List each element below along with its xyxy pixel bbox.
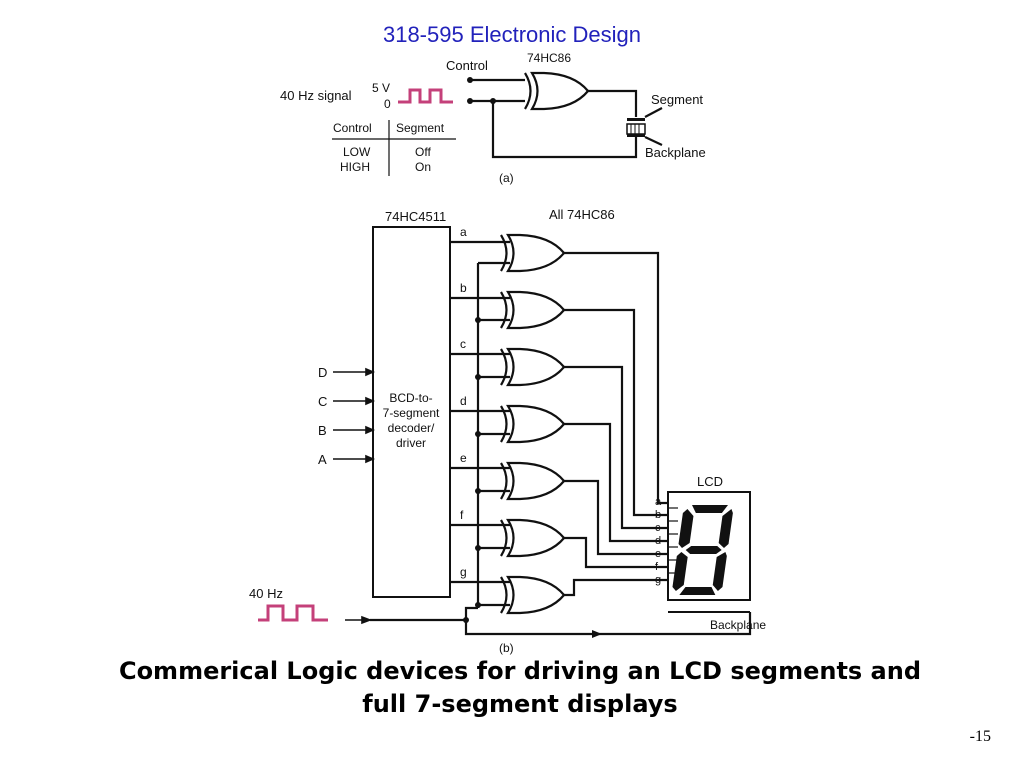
lcd-pin-f: f: [655, 561, 659, 573]
table-cell-off: Off: [415, 145, 431, 159]
square-wave-b: [258, 604, 328, 622]
segment-label: Segment: [651, 92, 703, 107]
xor-gate-a: [523, 71, 590, 111]
output-label-d: d: [460, 394, 467, 408]
output-label-g: g: [460, 565, 467, 579]
gate-label-a: 74HC86: [527, 51, 571, 65]
xor-gate-b: [499, 290, 566, 330]
clock-label: 40 Hz: [249, 586, 283, 601]
input-label-b: B: [318, 423, 327, 438]
xor-gate-g: [499, 575, 566, 615]
table-header-segment: Segment: [396, 121, 445, 135]
backplane-label-b: Backplane: [710, 618, 766, 632]
table-cell-low: LOW: [343, 145, 371, 159]
decoder-name-4: driver: [396, 436, 426, 450]
lcd-label: LCD: [697, 474, 723, 489]
table-cell-on: On: [415, 160, 431, 174]
decoder-name-2: 7-segment: [383, 406, 440, 420]
lcd-pin-e: e: [655, 548, 661, 560]
lcd-pin-a: a: [655, 496, 662, 508]
table-cell-high: HIGH: [340, 160, 370, 174]
slide-caption: Commerical Logic devices for driving an …: [70, 655, 970, 721]
lcd-pin-d: d: [655, 535, 661, 547]
table-header-control: Control: [333, 121, 372, 135]
level-high-label: 5 V: [372, 81, 390, 95]
seven-segment-digit: [672, 505, 733, 595]
slide-header: 318-595 Electronic Design: [382, 22, 642, 47]
xor-gate-f: [499, 518, 566, 558]
output-label-b: b: [460, 281, 467, 295]
caption-line-2: full 7-segment displays: [362, 690, 678, 718]
level-low-label: 0: [384, 97, 391, 111]
caption-b: (b): [499, 641, 514, 655]
output-label-e: e: [460, 451, 467, 465]
diagram-a: 40 Hz signal 5 V 0 Control 74HC86 Segmen…: [280, 51, 706, 185]
caption-line-1: Commerical Logic devices for driving an …: [118, 657, 922, 685]
signal-label: 40 Hz signal: [280, 88, 352, 103]
page-number: -15: [969, 728, 991, 745]
output-label-a: a: [460, 225, 467, 239]
lcd-pin-b: b: [655, 509, 661, 521]
output-label-f: f: [460, 508, 464, 522]
backplane-label-a: Backplane: [645, 145, 706, 160]
lcd-pin-g: g: [655, 574, 661, 586]
decoder-part-label: 74HC4511: [385, 209, 446, 224]
control-label: Control: [446, 58, 488, 73]
decoder-box: [372, 226, 451, 598]
square-wave-a: [398, 88, 453, 104]
decoder-name-3: decoder/: [388, 421, 435, 435]
lcd-pin-c: c: [655, 522, 661, 534]
xor-gate-d: [499, 404, 566, 444]
xor-gate-a: [499, 233, 566, 273]
caption-a: (a): [499, 171, 514, 185]
gates-label: All 74HC86: [549, 207, 615, 222]
diagram-b: 74HC4511 All 74HC86 BCD-to- 7-segment de…: [249, 207, 766, 655]
decoder-name-1: BCD-to-: [389, 391, 432, 405]
input-label-d: D: [318, 365, 327, 380]
xor-gate-c: [499, 347, 566, 387]
xor-gate-e: [499, 461, 566, 501]
input-label-c: C: [318, 394, 327, 409]
input-label-a: A: [318, 452, 327, 467]
output-label-c: c: [460, 337, 466, 351]
